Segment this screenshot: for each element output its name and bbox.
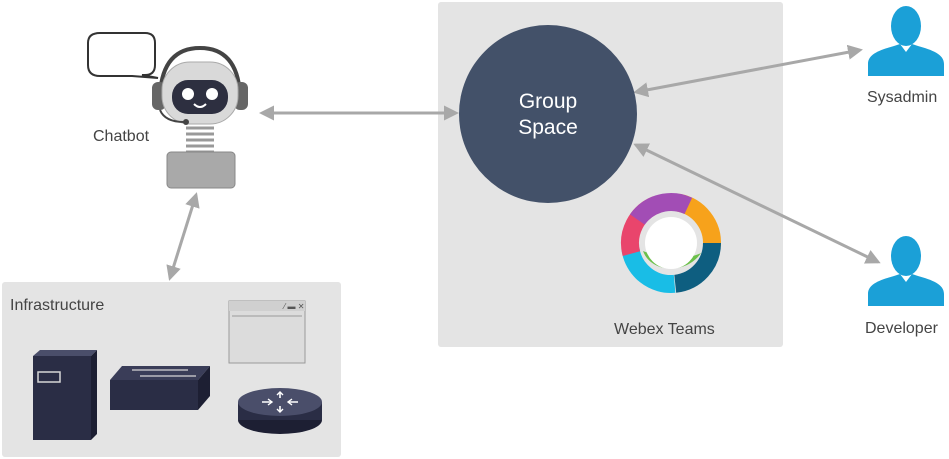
arrow-groupspace-sysadmin bbox=[633, 44, 863, 98]
webex-teams-label: Webex Teams bbox=[614, 321, 715, 338]
webex-teams-logo-icon bbox=[621, 193, 721, 293]
arrow-groupspace-developer bbox=[633, 143, 881, 264]
sysadmin-label: Sysadmin bbox=[867, 89, 938, 106]
sysadmin-person-icon bbox=[868, 6, 944, 76]
group-space-label-line2: Space bbox=[518, 116, 578, 139]
arrow-chatbot-infrastructure bbox=[166, 192, 200, 281]
router-icon bbox=[238, 388, 322, 434]
chatbot-robot-icon bbox=[152, 45, 248, 189]
speech-bubble-icon bbox=[87, 32, 159, 79]
infrastructure-label: Infrastructure bbox=[10, 297, 105, 314]
chatbot-label: Chatbot bbox=[93, 128, 150, 145]
developer-person-icon bbox=[868, 236, 944, 306]
group-space-label-line1: Group bbox=[518, 90, 578, 113]
browser-window-icon: ⁄ ▬ ✕ bbox=[228, 300, 306, 364]
group-space-circle bbox=[459, 25, 637, 203]
switch-icon bbox=[110, 366, 210, 410]
server-tower-icon bbox=[33, 350, 97, 440]
developer-label: Developer bbox=[865, 320, 938, 337]
svg-text:⁄ ▬ ✕: ⁄ ▬ ✕ bbox=[282, 302, 304, 311]
